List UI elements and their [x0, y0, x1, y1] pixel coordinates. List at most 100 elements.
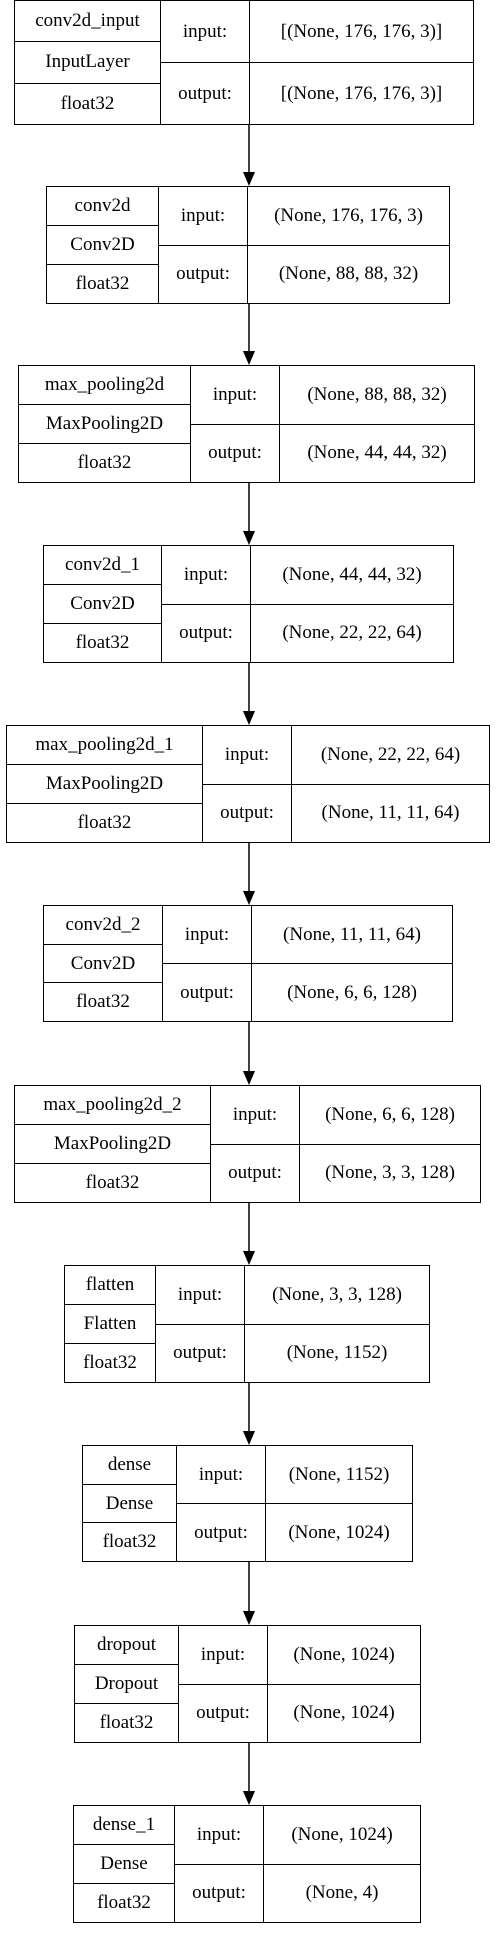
- layer-name: dense: [83, 1446, 176, 1485]
- output-label: output:: [176, 263, 230, 285]
- output-shape: (None, 6, 6, 128): [287, 981, 417, 1003]
- output-label: output:: [220, 802, 274, 824]
- output-shape: (None, 44, 44, 32): [307, 442, 447, 464]
- input-label: input:: [211, 1086, 299, 1145]
- flow-arrow: [243, 483, 255, 545]
- input-shape: (None, 11, 11, 64): [252, 906, 452, 964]
- flow-arrow: [243, 1383, 255, 1445]
- output-label: output:: [180, 981, 234, 1003]
- input-label: input:: [177, 1446, 265, 1504]
- output-shape: (None, 22, 22, 64): [282, 622, 422, 644]
- io-labels: input: output:: [156, 1266, 245, 1382]
- input-shape: (None, 88, 88, 32): [280, 366, 474, 425]
- output-label: output:: [196, 1702, 250, 1724]
- output-shape: (None, 88, 88, 32): [278, 263, 419, 285]
- flow-arrow: [243, 304, 255, 365]
- layer-type: Conv2D: [44, 585, 161, 624]
- layer-type: MaxPooling2D: [15, 1125, 210, 1164]
- flow-arrow: [243, 1203, 255, 1265]
- layer-type: Dense: [83, 1485, 176, 1524]
- layer-type: Dropout: [75, 1665, 178, 1704]
- output-shape: (None, 1024): [288, 1521, 390, 1543]
- layer-dtype: float32: [99, 1712, 154, 1733]
- shape-values: (None, 176, 176, 3)(None, 88, 88, 32): [248, 187, 449, 303]
- shape-values: (None, 1024) (None, 4): [264, 1806, 420, 1922]
- layer-dtype: float32: [77, 812, 132, 833]
- layer-name: dropout: [75, 1626, 178, 1665]
- io-labels: input: output:: [191, 366, 280, 482]
- output-shape: (None, 1024): [293, 1702, 395, 1724]
- input-label: input:: [162, 546, 250, 605]
- input-label: input:: [203, 726, 291, 785]
- input-shape: (None, 22, 22, 64): [292, 726, 489, 785]
- input-shape: (None, 1024): [264, 1806, 420, 1865]
- flow-arrow: [243, 843, 255, 905]
- layer-name: max_pooling2d_2: [15, 1086, 210, 1125]
- output-label: output:: [173, 1342, 227, 1364]
- layer-name: conv2d_1: [44, 546, 161, 585]
- io-labels: input: output:: [162, 546, 251, 662]
- input-label: input:: [159, 187, 247, 246]
- output-label: output:: [192, 1882, 246, 1904]
- flow-arrow: [243, 663, 255, 725]
- input-label: input:: [191, 366, 279, 425]
- output-shape: [(None, 176, 176, 3)]: [280, 82, 443, 104]
- layer-dtype: float32: [97, 1892, 151, 1913]
- output-label: output:: [208, 442, 262, 464]
- layer-dtype: float32: [75, 632, 130, 653]
- layer-dtype: float32: [102, 1531, 157, 1553]
- layer-name: dense_1: [74, 1806, 174, 1845]
- layer-dtype: float32: [76, 991, 130, 1013]
- input-shape: [(None, 176, 176, 3)]: [250, 1, 473, 63]
- layer-type: Dense: [74, 1845, 174, 1884]
- layer-dtype: float32: [60, 92, 115, 114]
- layer-name: conv2d_input: [15, 1, 160, 43]
- output-shape: (None, 11, 11, 64): [321, 802, 460, 824]
- io-labels: input:output:: [175, 1806, 264, 1922]
- output-shape: (None, 3, 3, 128): [325, 1162, 455, 1184]
- layer-dtype: float32: [85, 1172, 140, 1193]
- io-labels: input: output:: [179, 1626, 268, 1742]
- shape-values: (None, 3, 3, 128) (None, 1152): [245, 1266, 429, 1382]
- shape-values: (None, 88, 88, 32) (None, 44, 44, 32): [280, 366, 474, 482]
- layer-name: max_pooling2d: [19, 366, 190, 405]
- input-label: input:: [163, 906, 251, 964]
- layer-name: max_pooling2d_1: [7, 726, 202, 765]
- io-labels: input: output:: [159, 187, 248, 303]
- flow-arrow: [243, 1022, 255, 1085]
- layer-name: flatten: [65, 1266, 155, 1305]
- shape-values: (None, 11, 11, 64) (None, 6, 6, 128): [252, 906, 452, 1021]
- layer-type: Flatten: [65, 1305, 155, 1344]
- output-label: output:: [179, 622, 233, 644]
- input-shape: (None, 44, 44, 32): [251, 546, 453, 605]
- io-labels: input:output:: [161, 1, 250, 124]
- layer-dtype: float32: [77, 452, 132, 473]
- input-label: input:: [156, 1266, 244, 1325]
- input-label: input:: [179, 1626, 267, 1685]
- input-shape: (None, 1152): [266, 1446, 412, 1504]
- output-shape: (None, 4): [305, 1882, 379, 1904]
- io-labels: input: output:: [163, 906, 252, 1021]
- output-shape: (None, 1152): [286, 1342, 388, 1364]
- input-shape: (None, 3, 3, 128): [245, 1266, 429, 1325]
